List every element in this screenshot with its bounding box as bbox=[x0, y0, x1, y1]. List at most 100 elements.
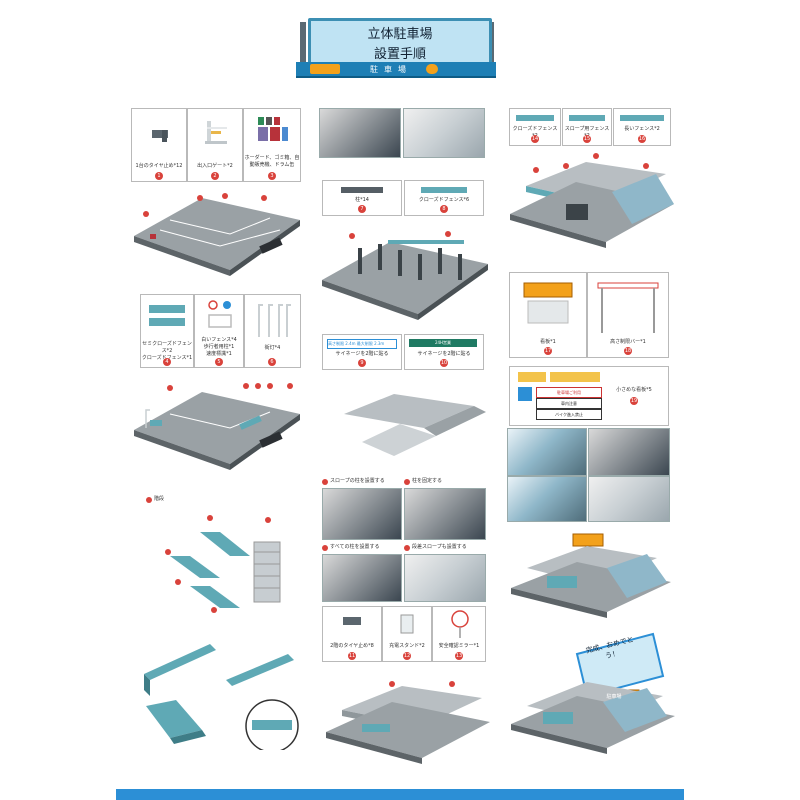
part-caption: サイネージを2階に貼る bbox=[417, 351, 471, 357]
fence-icon bbox=[516, 115, 554, 121]
part-caption: 白いフェンス*4 歩行者用柱*1 速度標識*1 bbox=[201, 337, 237, 357]
part-cell-close-fence: クローズドフェンス*6 8 bbox=[404, 180, 484, 216]
billboard-icon bbox=[523, 282, 573, 324]
base-board-step bbox=[134, 193, 300, 276]
step-label-pillar: 柱を固定する bbox=[404, 478, 442, 485]
part-caption: 高さ制限バー*1 bbox=[610, 339, 646, 345]
assembly-photo-6 bbox=[404, 554, 486, 602]
part-cell-signs: ホーダード、ゴミ箱、自動販売機、ドラム缶 3 bbox=[243, 108, 301, 182]
part-cell-sign-24h: 24H営業 サイネージを2階に貼る 10 bbox=[404, 334, 484, 370]
fence-icon bbox=[149, 305, 185, 326]
upper-deck-step bbox=[510, 153, 674, 248]
badge: 17 bbox=[544, 347, 552, 355]
stairs-assembly bbox=[144, 644, 299, 750]
parking-use-sign: 駐車場ご利用 bbox=[536, 387, 602, 398]
badge: 15 bbox=[583, 135, 591, 143]
tire-stop-icon bbox=[343, 617, 361, 625]
fence-board-step bbox=[134, 383, 300, 470]
sign-24h: 24H営業 bbox=[409, 339, 477, 347]
badge: 19 bbox=[630, 397, 638, 405]
small-sign-a bbox=[518, 372, 546, 382]
complete-sign-text: 駐車場 bbox=[606, 694, 622, 700]
height-bar-icon bbox=[597, 282, 659, 333]
part-cell-height-bar: 高さ制限バー*1 18 bbox=[587, 272, 669, 358]
step-label-all-pillar: すべての柱を設置する bbox=[322, 544, 379, 551]
part-cell-slope-fence: スロープ用フェンス*2 15 bbox=[562, 108, 612, 146]
part-cell-pillar: 柱*14 7 bbox=[322, 180, 402, 216]
badge: 10 bbox=[440, 359, 448, 367]
assembly-photo-1 bbox=[319, 108, 401, 158]
stairs-label: 階段 bbox=[146, 496, 164, 503]
tire-stop-icon bbox=[152, 130, 168, 142]
badge: 1 bbox=[155, 172, 163, 180]
page-title: 立体駐車場 bbox=[367, 27, 433, 42]
part-cell-semi-fence: セミクローズドフェンス*2 クローズドフェンス*1 4 bbox=[140, 294, 194, 368]
badge-dot bbox=[146, 496, 152, 503]
pillar-board-step bbox=[322, 231, 488, 320]
part-cell-tire-stop-2f: 2階のタイヤ止め*8 11 bbox=[322, 606, 382, 662]
badge: 12 bbox=[403, 652, 411, 660]
badge: 16 bbox=[638, 135, 646, 143]
misc-items-icon bbox=[258, 117, 288, 141]
part-cell-white-fence: 白いフェンス*4 歩行者用柱*1 速度標識*1 5 bbox=[194, 294, 244, 368]
arrow-icon bbox=[426, 64, 438, 74]
badge: 18 bbox=[624, 347, 632, 355]
height-sign: 高さ制限 2.4m 最大制限 2.3m bbox=[327, 339, 397, 349]
badge: 8 bbox=[440, 205, 448, 213]
part-cell-close-fence-2: クローズドフェンス*2 14 bbox=[509, 108, 561, 146]
street-light-icon bbox=[258, 304, 291, 337]
small-sign-b bbox=[550, 372, 600, 382]
part-cell-charging: 充電スタンド*2 12 bbox=[382, 606, 432, 662]
badge: 11 bbox=[348, 652, 356, 660]
assembly-photo-4 bbox=[404, 488, 486, 540]
badge: 13 bbox=[455, 652, 463, 660]
part-cell-tire-stop: 1台のタイヤ止め*12 1 bbox=[131, 108, 187, 182]
assembly-photo-7 bbox=[507, 428, 587, 476]
part-caption: 小さめな看板*5 bbox=[616, 387, 652, 393]
badge: 4 bbox=[163, 358, 171, 366]
assembly-photo-5 bbox=[322, 554, 402, 602]
assembly-photo-3 bbox=[322, 488, 402, 540]
part-caption: 充電スタンド*2 bbox=[389, 643, 425, 649]
near-complete-step bbox=[511, 533, 671, 618]
charging-stand-icon bbox=[400, 614, 414, 634]
part-cell-mirror: 安全確認ミラー*1 13 bbox=[432, 606, 486, 662]
step-label-slope: 段差スロープも設置する bbox=[404, 544, 467, 551]
part-cell-sign-2f: 高さ制限 2.4m 最大制限 2.3m サイネージを2階に貼る 9 bbox=[322, 334, 402, 370]
badge: 7 bbox=[358, 205, 366, 213]
fence-icon bbox=[620, 115, 664, 121]
badge: 14 bbox=[531, 135, 539, 143]
part-caption: ホーダード、ゴミ箱、自動販売機、ドラム缶 bbox=[244, 155, 300, 168]
badge: 5 bbox=[215, 358, 223, 366]
gate-icon bbox=[205, 121, 227, 144]
pillar-icon bbox=[341, 187, 383, 193]
second-floor-step bbox=[326, 681, 490, 764]
part-cell-small-signs: 駐車場ご利用 車内注意 バイク進入禁止 小さめな看板*5 19 bbox=[509, 366, 669, 426]
part-caption: 1台のタイヤ止め*12 bbox=[135, 163, 183, 169]
part-cell-billboard: 看板*1 17 bbox=[509, 272, 587, 358]
badge: 2 bbox=[211, 172, 219, 180]
parking-p-icon bbox=[310, 64, 340, 74]
part-cell-street-light: 街灯*4 6 bbox=[244, 294, 301, 368]
slope-piece bbox=[344, 394, 486, 456]
badge: 6 bbox=[268, 358, 276, 366]
part-cell-gate: 出入口ゲート*2 2 bbox=[187, 108, 243, 182]
sign-post-left bbox=[300, 22, 306, 68]
part-cell-long-fence: 長いフェンス*2 16 bbox=[613, 108, 671, 146]
speed-sign: 車内注意 bbox=[536, 398, 602, 409]
assembly-photo-9 bbox=[507, 476, 587, 522]
completed-model bbox=[511, 632, 675, 754]
assembly-photo-8 bbox=[588, 428, 670, 476]
mirror-icon bbox=[451, 610, 469, 638]
part-caption: クローズドフェンス*6 bbox=[418, 197, 470, 203]
header-strip: 駐車場 bbox=[296, 62, 496, 78]
assembly-photo-2 bbox=[403, 108, 485, 158]
step-label-slope-pillar: スロープの柱を設置する bbox=[322, 478, 385, 485]
badge: 9 bbox=[358, 359, 366, 367]
part-caption: 出入口ゲート*2 bbox=[197, 163, 233, 169]
part-caption: 安全確認ミラー*1 bbox=[438, 643, 480, 649]
part-caption: 街灯*4 bbox=[264, 345, 281, 351]
footer-bar bbox=[116, 789, 684, 800]
stairs-parts bbox=[165, 515, 281, 613]
strip-text: 駐車場 bbox=[370, 64, 412, 74]
